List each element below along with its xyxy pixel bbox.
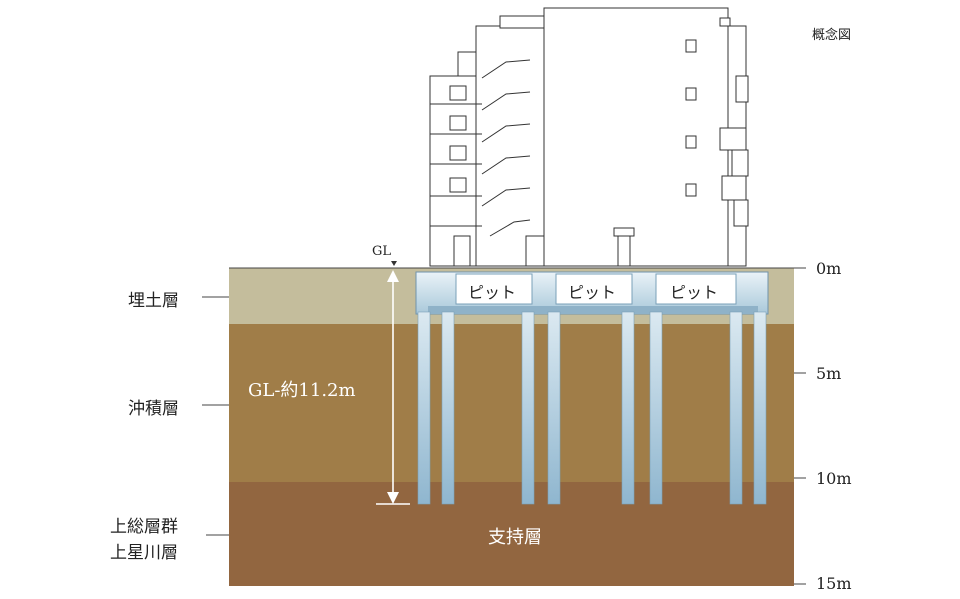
pit-box <box>555 273 633 305</box>
depth-label-10: 10m <box>816 469 852 488</box>
pile-group <box>417 311 767 505</box>
pit-label: ピット <box>670 283 719 302</box>
foundation-base-line <box>428 306 758 314</box>
layer-label-bearing-1: 上総層群 <box>110 517 178 537</box>
building-illustration <box>429 7 749 267</box>
layer-label-bearing-2: 上星川層 <box>110 543 178 563</box>
pile <box>621 311 635 505</box>
pile <box>649 311 663 505</box>
pile <box>729 311 743 505</box>
bearing-layer-label: 支持層 <box>488 527 542 548</box>
layer-label-alluvial: 沖積層 <box>128 399 179 419</box>
layer-label-fill: 埋土層 <box>128 291 179 311</box>
arrow-head-top <box>387 270 399 282</box>
caption: 概念図 <box>812 28 852 43</box>
pit-label: ピット <box>468 283 517 302</box>
gl-marker-icon <box>391 261 397 266</box>
depth-label-0: 0m <box>816 259 842 278</box>
depth-label-15: 15m <box>816 574 852 593</box>
arrow-head-bottom <box>387 492 399 504</box>
bearing-layer <box>229 482 794 586</box>
pile <box>417 311 431 505</box>
pit-label: ピット <box>568 283 617 302</box>
pile <box>441 311 455 505</box>
pile <box>753 311 767 505</box>
pile <box>547 311 561 505</box>
gl-label: GL <box>372 244 392 259</box>
pit-box <box>455 273 533 305</box>
alluvial-layer <box>229 324 794 482</box>
pit-box <box>655 273 737 305</box>
pile <box>521 311 535 505</box>
pile-depth-label: GL-約11.2m <box>248 380 356 401</box>
depth-label-5: 5m <box>816 364 842 383</box>
